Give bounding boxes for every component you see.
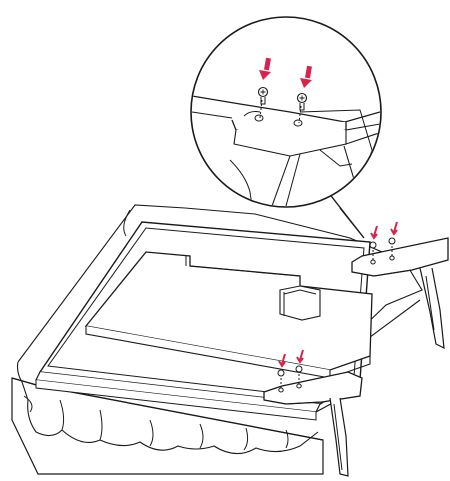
arrow-upper-left <box>371 226 377 238</box>
callout-magnifier <box>191 17 382 238</box>
arrow-upper-right <box>391 222 397 234</box>
